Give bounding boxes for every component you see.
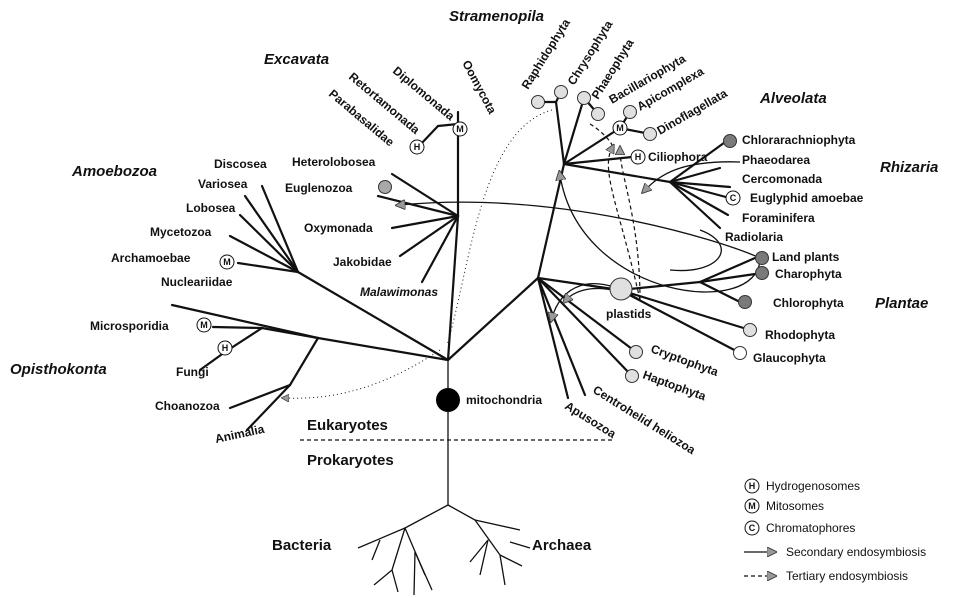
- taxon-malawimonas: Malawimonas: [360, 285, 438, 299]
- mitosome-icon: M: [612, 120, 628, 136]
- svg-text:H: H: [222, 343, 229, 353]
- taxon-radiolaria: Radiolaria: [725, 230, 783, 244]
- taxon-rhodophyta: Rhodophyta: [765, 328, 835, 342]
- label-alveolata: Alveolata: [759, 90, 827, 107]
- svg-text:Chromatophores: Chromatophores: [766, 521, 855, 535]
- taxon-chlorarachniophyta: Chlorarachniophyta: [742, 133, 856, 147]
- taxon-mycetozoa: Mycetozoa: [150, 225, 212, 239]
- hydrogenosome-icon: H: [630, 149, 646, 165]
- taxon-nucleariidae: Nucleariidae: [161, 275, 233, 289]
- svg-text:Secondary endosymbiosis: Secondary endosymbiosis: [786, 545, 926, 559]
- svg-text:M: M: [748, 501, 756, 511]
- legend-mitosomes: M Mitosomes: [744, 498, 824, 514]
- svg-text:Tertiary endosymbiosis: Tertiary endosymbiosis: [786, 569, 908, 583]
- label-rhizaria: Rhizaria: [880, 159, 938, 176]
- svg-text:H: H: [749, 481, 756, 491]
- plastids-event: [609, 277, 633, 301]
- taxon-archamoebae: Archamoebae: [111, 251, 191, 265]
- taxon-foraminifera: Foraminifera: [742, 211, 815, 225]
- taxon-animalia: Animalia: [214, 422, 266, 446]
- legend-chromatophores: C Chromatophores: [744, 520, 855, 536]
- legend-hydrogenosomes: H Hydrogenosomes: [744, 478, 860, 494]
- svg-text:Hydrogenosomes: Hydrogenosomes: [766, 479, 860, 493]
- svg-text:Mitosomes: Mitosomes: [766, 499, 824, 513]
- legend: H Hydrogenosomes M Mitosomes C Chromatop…: [744, 478, 926, 583]
- svg-text:M: M: [616, 123, 624, 133]
- label-prokaryotes: Prokaryotes: [307, 452, 394, 469]
- domain-divider: Eukaryotes Prokaryotes Bacteria Archaea: [272, 417, 612, 554]
- label-opisthokonta: Opisthokonta: [10, 361, 107, 378]
- legend-secondary: Secondary endosymbiosis: [744, 545, 926, 559]
- taxon-land-plants: Land plants: [772, 250, 840, 264]
- mitosome-icon: M: [196, 317, 212, 333]
- taxon-labels: Oomycota Raphidophyta Chrysophyta Phaeop…: [90, 16, 864, 457]
- mitosome-icon: M: [452, 121, 468, 137]
- label-plastids: plastids: [606, 307, 652, 321]
- organelle-symbols: M H M M H M H C: [196, 120, 741, 356]
- plastid-markers: [378, 85, 769, 412]
- taxon-euglenozoa: Euglenozoa: [285, 181, 353, 195]
- svg-text:M: M: [456, 124, 464, 134]
- taxon-jakobidae: Jakobidae: [333, 255, 392, 269]
- eukaryote-tree: [170, 90, 764, 432]
- svg-text:M: M: [223, 257, 231, 267]
- taxon-ciliophora: Ciliophora: [648, 150, 708, 164]
- taxon-haptophyta: Haptophyta: [641, 368, 708, 404]
- mitosome-icon: M: [219, 254, 235, 270]
- taxon-heterolobosea: Heterolobosea: [292, 155, 376, 169]
- svg-text:C: C: [730, 193, 737, 203]
- legend-tertiary: Tertiary endosymbiosis: [744, 569, 908, 583]
- hydrogenosome-icon: H: [217, 340, 233, 356]
- supergroup-labels: Stramenopila Excavata Alveolata Rhizaria…: [10, 8, 938, 378]
- svg-text:M: M: [200, 320, 208, 330]
- label-bacteria: Bacteria: [272, 537, 332, 554]
- label-amoebozoa: Amoebozoa: [71, 163, 157, 180]
- prokaryote-tree: [357, 405, 531, 596]
- label-archaea: Archaea: [532, 537, 592, 554]
- taxon-fungi: Fungi: [176, 365, 209, 379]
- taxon-charophyta: Charophyta: [775, 267, 842, 281]
- label-mitochondria: mitochondria: [466, 393, 542, 407]
- svg-text:H: H: [635, 152, 642, 162]
- taxon-lobosea: Lobosea: [186, 201, 236, 215]
- label-eukaryotes: Eukaryotes: [307, 417, 388, 434]
- taxon-oxymonada: Oxymonada: [304, 221, 373, 235]
- taxon-choanozoa: Choanozoa: [155, 399, 220, 413]
- svg-text:C: C: [749, 523, 756, 533]
- taxon-phaeodarea: Phaeodarea: [742, 153, 810, 167]
- label-excavata: Excavata: [264, 51, 329, 68]
- label-plantae: Plantae: [875, 295, 928, 312]
- taxon-discosea: Discosea: [214, 157, 267, 171]
- taxon-cercomonada: Cercomonada: [742, 172, 822, 186]
- taxon-microsporidia: Microsporidia: [90, 319, 169, 333]
- taxon-oomycota: Oomycota: [459, 58, 499, 117]
- taxon-euglyphid: Euglyphid amoebae: [750, 191, 864, 205]
- hydrogenosome-icon: H: [409, 139, 425, 155]
- taxon-glaucophyta: Glaucophyta: [753, 351, 826, 365]
- taxon-chlorophyta: Chlorophyta: [773, 296, 844, 310]
- mitochondria-event: [436, 388, 460, 412]
- taxon-variosea: Variosea: [198, 177, 248, 191]
- label-stramenopila: Stramenopila: [449, 8, 544, 25]
- svg-text:H: H: [414, 142, 421, 152]
- chromatophore-icon: C: [725, 190, 741, 206]
